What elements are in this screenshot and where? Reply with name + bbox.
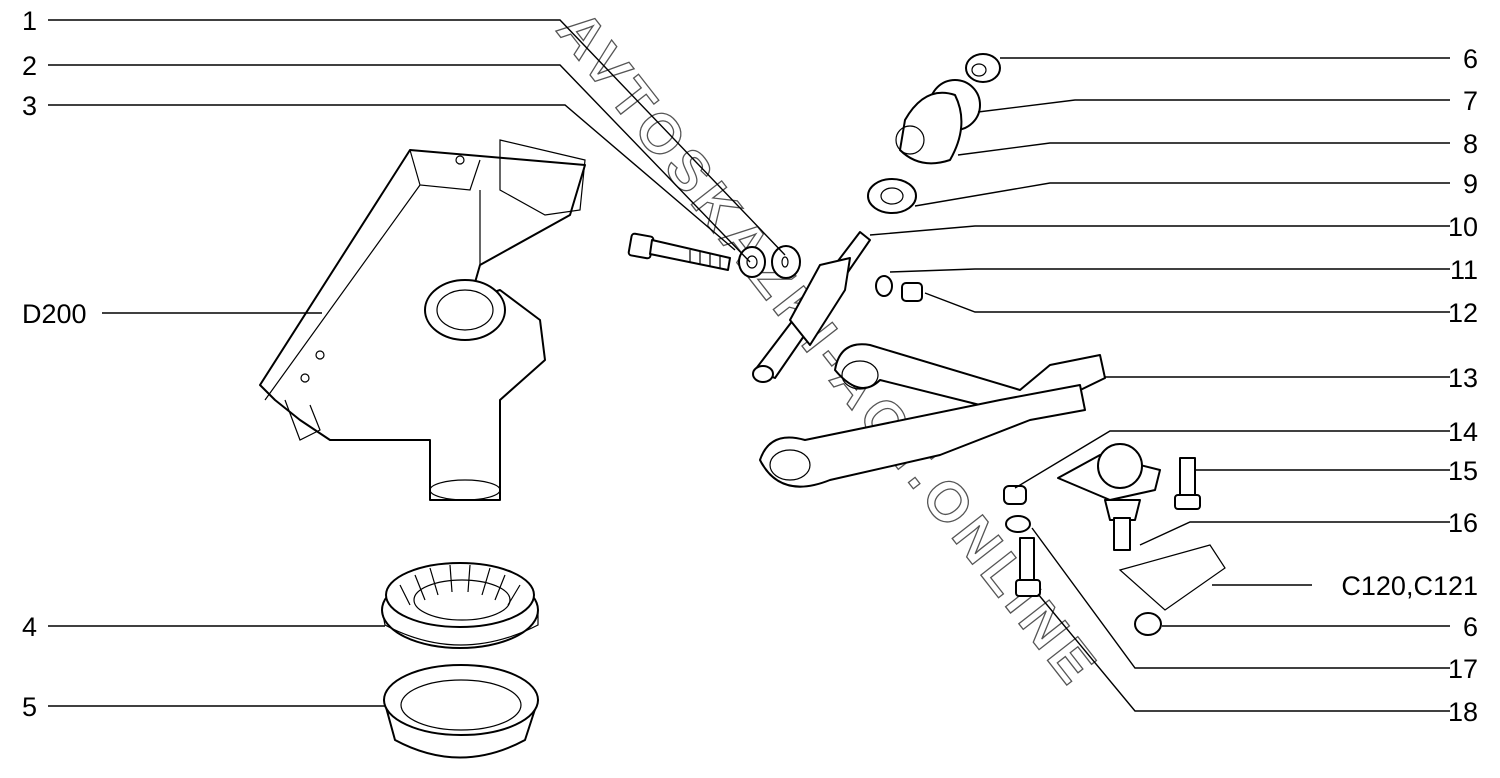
callout-17: 17 [1448, 654, 1478, 684]
callout-11: 11 [1450, 255, 1478, 285]
callout-6: 6 [1463, 44, 1478, 74]
callout-6b: 6 [1463, 612, 1478, 642]
callout-12: 12 [1448, 298, 1478, 328]
callout-2: 2 [22, 51, 37, 81]
leader-lines [48, 19, 1450, 712]
bushing-assembly [867, 53, 1001, 214]
callout-14: 14 [1448, 417, 1478, 447]
spring-cup [383, 664, 539, 759]
callout-15: 15 [1448, 456, 1478, 486]
callout-10: 10 [1448, 212, 1478, 242]
callout-1: 1 [22, 6, 37, 36]
callout-5: 5 [22, 692, 37, 722]
ball-joint-set [1003, 443, 1226, 636]
control-arms [759, 343, 1106, 488]
callout-4: 4 [22, 612, 37, 642]
callout-18: 18 [1448, 697, 1478, 727]
strut-mount-bracket [259, 139, 586, 501]
callout-d200: D200 [22, 299, 87, 329]
callout-c120-c121: C120,C121 [1341, 571, 1478, 601]
callout-9: 9 [1463, 169, 1478, 199]
spring-seat [381, 562, 539, 649]
callout-8: 8 [1463, 129, 1478, 159]
callout-16: 16 [1448, 508, 1478, 538]
nut [901, 282, 923, 302]
pivot-pin [752, 231, 871, 383]
callout-7: 7 [1463, 86, 1478, 116]
callout-13: 13 [1448, 363, 1478, 393]
callout-3: 3 [22, 91, 37, 121]
bolt-and-washers [627, 232, 801, 279]
circlip [875, 275, 893, 297]
